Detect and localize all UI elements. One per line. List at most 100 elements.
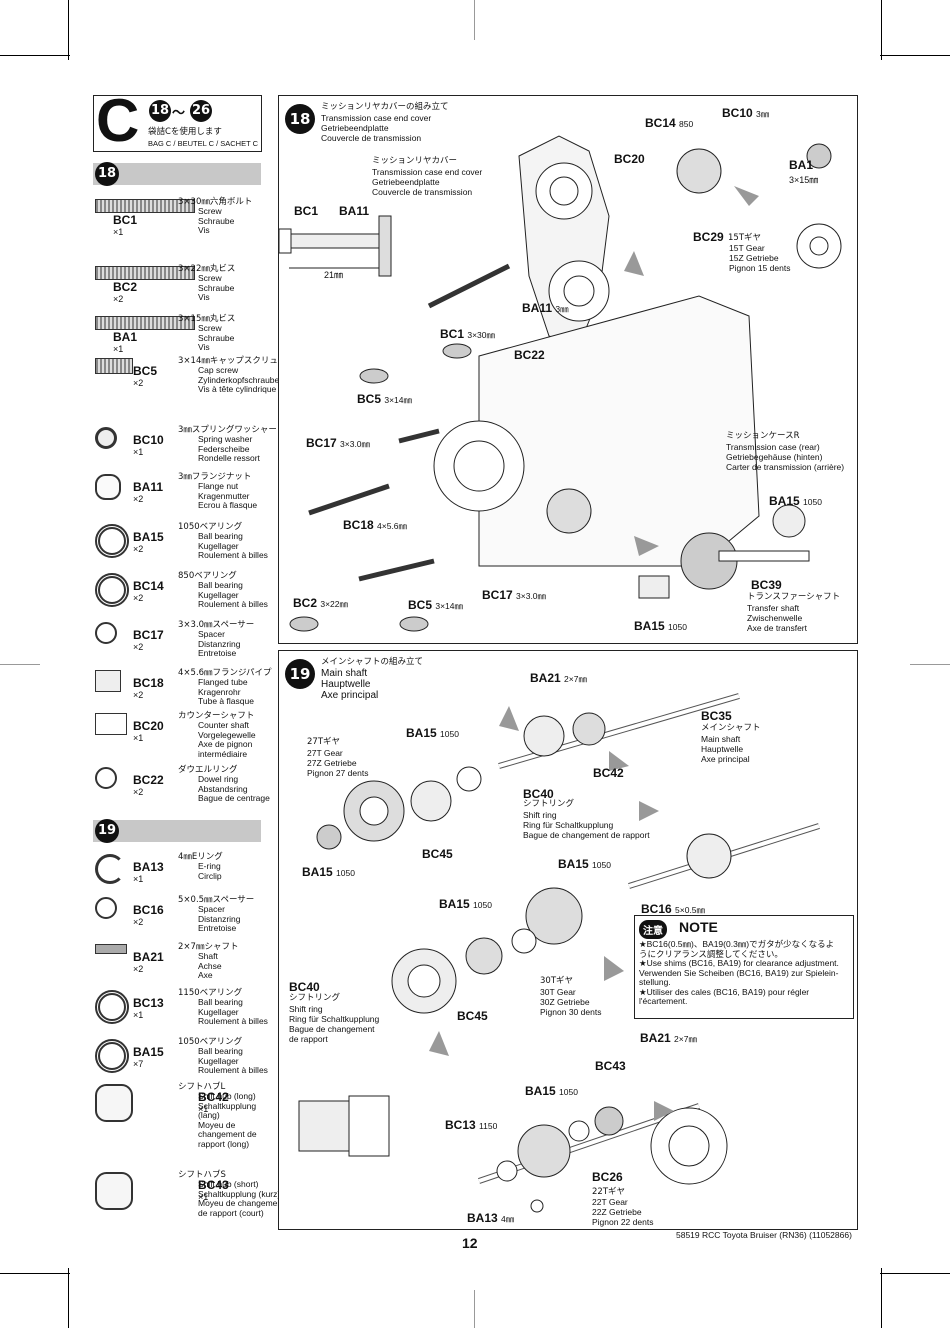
part-qty: ×2 bbox=[133, 544, 144, 554]
part-size: 4×5.6㎜フランジパイプ bbox=[178, 668, 272, 678]
part-size: シフトハブS bbox=[178, 1170, 226, 1180]
label-ba15b-size: 1050 bbox=[336, 868, 355, 878]
part-size: 3×14㎜キャップスクリュー bbox=[178, 356, 287, 366]
section-header: C 18 〜 26 袋詰Cを使用します BAG C / BEUTEL C / S… bbox=[93, 90, 262, 152]
shift1-en: Shift ring bbox=[523, 810, 557, 820]
part-lang: Ball bearing bbox=[198, 580, 243, 590]
label-ba15d-size: 1050 bbox=[473, 900, 492, 910]
part-lang: Moyeu de changement bbox=[198, 1198, 285, 1208]
part-code: BC43 bbox=[198, 1178, 229, 1192]
label-bc5: BC5 bbox=[357, 392, 382, 406]
pin-icon bbox=[95, 944, 127, 954]
label-bc17b: BC17 bbox=[482, 588, 513, 602]
part-size: 5×0.5㎜スペーサー bbox=[178, 895, 255, 905]
part-size: 850ベアリング bbox=[178, 571, 237, 581]
part-lang: Kugellager bbox=[198, 1055, 239, 1066]
part-code: BA13 bbox=[133, 860, 164, 874]
part-size: 3㎜スプリングワッシャー bbox=[178, 425, 277, 435]
screw-icon bbox=[95, 266, 195, 280]
label-ba1-size: 3×15㎜ bbox=[789, 175, 819, 185]
part-size: 1050ベアリング bbox=[178, 522, 243, 532]
part-qty: ×2 bbox=[133, 494, 144, 504]
label-bc29: BC29 bbox=[693, 230, 724, 244]
note-line: ★Use shims (BC16, BA19) for clearance ad… bbox=[639, 958, 839, 968]
label-bc40b: BC40 bbox=[289, 980, 320, 994]
part-code: BC5 bbox=[133, 364, 158, 378]
label-bc17b-size: 3×3.0㎜ bbox=[516, 591, 547, 601]
step-sep: 〜 bbox=[172, 105, 186, 120]
case-rear-fr: Carter de transmission (arrière) bbox=[726, 462, 845, 472]
step19-panel: 19 メインシャフトの組み立て Main shaft Hauptwelle Ax… bbox=[278, 650, 858, 1230]
part-lang: Vis bbox=[198, 342, 210, 352]
part-lang: Ball bearing bbox=[198, 531, 243, 541]
part-lang: Spring washer bbox=[198, 434, 253, 444]
bearing-icon bbox=[95, 524, 129, 558]
gear30-en: 30T Gear bbox=[540, 987, 576, 997]
gear27-fr: Pignon 27 dents bbox=[307, 768, 369, 778]
gear27-de: 27Z Getriebe bbox=[307, 758, 357, 768]
part-lang: Ecrou à flasque bbox=[198, 500, 258, 510]
part-qty: ×1 bbox=[133, 1010, 144, 1020]
part-qty: ×1 bbox=[133, 733, 144, 743]
part-qty: ×2 bbox=[133, 917, 144, 927]
gear15-de: 15Z Getriebe bbox=[729, 253, 779, 263]
label-ba21-size: 2×7㎜ bbox=[564, 674, 587, 684]
part-lang: Zylinderkopfschraube bbox=[198, 374, 280, 385]
note-box: 注意 NOTE ★BC16(0.5㎜)、BA19(0.3㎜)でガタが少なくなるよ… bbox=[634, 915, 854, 1019]
part-code: BA15 bbox=[133, 1045, 164, 1059]
note-line: l'écartement. bbox=[639, 996, 688, 1006]
part-code: BC20 bbox=[133, 719, 164, 733]
case-rear-jp: ミッションケースR bbox=[726, 431, 800, 441]
part-lang: Shaft bbox=[198, 951, 218, 961]
gear15-en: 15T Gear bbox=[729, 243, 765, 253]
label-ba1: BA1 bbox=[789, 158, 814, 172]
label-bc18-size: 4×5.6㎜ bbox=[377, 521, 408, 531]
note-title: NOTE bbox=[679, 919, 718, 935]
label-bc18: BC18 bbox=[343, 518, 374, 532]
case-rear-en: Transmission case (rear) bbox=[726, 442, 820, 452]
label-bc1b-size: 3×30㎜ bbox=[467, 330, 496, 340]
step19-badge: 19 bbox=[285, 659, 315, 689]
step19-title-de: Hauptwelle bbox=[321, 679, 371, 690]
label-bc13: BC13 bbox=[445, 1118, 476, 1132]
step19-title-en: Main shaft bbox=[321, 668, 368, 679]
part-qty: ×1 bbox=[198, 1104, 209, 1114]
label-ba15d: BA15 bbox=[439, 897, 470, 911]
step18-title-en: Transmission case end cover bbox=[321, 113, 432, 123]
section-letter: C bbox=[96, 87, 140, 154]
label-bc1b: BC1 bbox=[440, 327, 465, 341]
bag-jp: 袋詰Cを使用します bbox=[148, 127, 222, 137]
label-ba21: BA21 bbox=[530, 671, 561, 685]
part-qty: ×1 bbox=[113, 344, 124, 354]
part-lang: Roulement à billes bbox=[198, 1016, 268, 1026]
part-lang: E-ring bbox=[198, 861, 221, 871]
label-bc5b-size: 3×14㎜ bbox=[435, 601, 464, 611]
part-lang: Abstandsring bbox=[198, 783, 248, 794]
label-ba21b: BA21 bbox=[640, 1031, 671, 1045]
part-qty: ×1 bbox=[198, 1192, 209, 1202]
note-line: Verwenden Sie Scheiben (BC16, BA19) zur … bbox=[639, 967, 839, 978]
doc-ref: 58519 RCC Toyota Bruiser (RN36) (1105286… bbox=[676, 1230, 852, 1240]
step18-diagram bbox=[279, 135, 842, 632]
part-qty: ×2 bbox=[113, 294, 124, 304]
part-lang: Entretoise bbox=[198, 648, 237, 658]
part-qty: ×2 bbox=[133, 787, 144, 797]
part-lang: Kugellager bbox=[198, 589, 239, 600]
part-lang: Kragenrohr bbox=[198, 686, 241, 697]
gear27-jp: 27Tギヤ bbox=[307, 737, 341, 747]
step-from-badge: 18 bbox=[149, 100, 171, 122]
note-badge: 注意 bbox=[639, 920, 667, 939]
end-cover-en: Transmission case end cover bbox=[372, 167, 483, 177]
gear15-jp: 15Tギヤ bbox=[728, 233, 762, 243]
part-lang: Schraube bbox=[198, 332, 235, 343]
shift2-fr1: Bague de changement bbox=[289, 1024, 375, 1034]
label-bc45: BC45 bbox=[422, 847, 453, 861]
step18-title-de: Getriebeendplatte bbox=[321, 123, 389, 133]
step18-panel: 18 ミッションリヤカバーの組み立て Transmission case end… bbox=[278, 95, 858, 644]
part-lang: Distanzring bbox=[198, 913, 241, 924]
part-code: BC17 bbox=[133, 628, 164, 642]
part-lang: Ball bearing bbox=[198, 1046, 243, 1056]
shift2-jp: シフトリング bbox=[289, 993, 341, 1003]
main-shaft-fr: Axe principal bbox=[701, 754, 750, 764]
dimension-21mm: 21㎜ bbox=[324, 270, 344, 280]
